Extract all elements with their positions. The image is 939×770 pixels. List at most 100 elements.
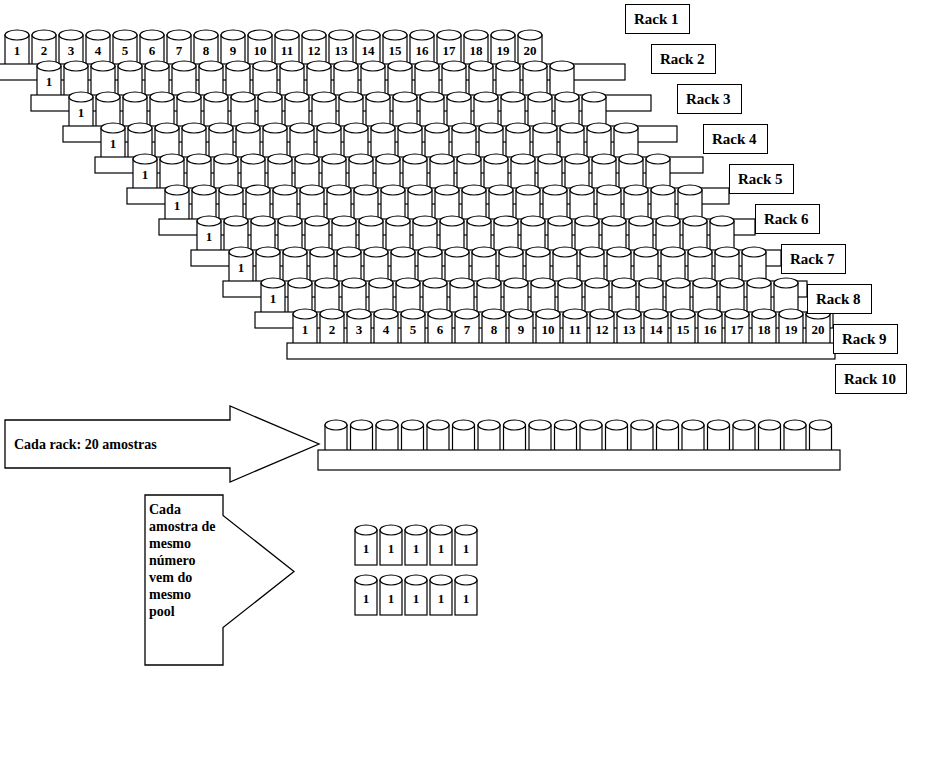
tube-cap [396,278,420,288]
tube-cap [733,420,755,430]
tube-cap [351,420,373,430]
tube-cap [651,185,675,195]
tube-cap [5,30,29,40]
tube-cap [666,278,690,288]
tube-cap [617,309,641,319]
rack-label-box: Rack 4 [703,124,768,154]
tube-cap [337,247,361,257]
tube-cap [430,575,452,585]
sample-number: 1 [142,168,149,182]
tube-cap [413,216,437,226]
sample-number: 1 [238,261,245,275]
tube-cap [305,216,329,226]
tube-cap [302,30,326,40]
tube-cap [447,92,471,102]
tube-cap [300,185,324,195]
tube-cap [315,278,339,288]
tube-cap [720,278,744,288]
sample-number: 17 [443,44,456,58]
tube-cap [393,92,417,102]
tube-cap [688,247,712,257]
tube-cap [381,185,405,195]
tube-cap [555,420,577,430]
rack-label-box: Rack 2 [651,44,716,74]
tube-cap [290,123,314,133]
tube-cap [634,247,658,257]
tube-cap [182,123,206,133]
tube-cap [661,247,685,257]
tube-cap [165,185,189,195]
sample-number: 20 [524,44,537,58]
tube-cap [494,216,518,226]
tube-cap [403,154,427,164]
tube-cap [374,309,398,319]
tube-cap [197,216,221,226]
sample-number: 1 [206,230,213,244]
tube-cap [516,185,540,195]
tube-cap [155,123,179,133]
sample-number: 1 [363,542,370,556]
tube-cap [607,247,631,257]
tube-cap [229,247,253,257]
tube-cap [140,30,164,40]
tube-cap [496,61,520,71]
tube-cap [430,525,452,535]
callout-text: Cada rack: 20 amostras [14,436,219,453]
tube-cap [469,61,493,71]
sample-number: 1 [413,542,420,556]
tube-cap [538,154,562,164]
tube-cap [499,247,523,257]
sample-number: 4 [95,44,102,58]
tube-cap [580,247,604,257]
sample-number: 4 [383,323,390,337]
tube-cap [91,61,115,71]
tube-cap [430,154,454,164]
tube-cap [543,185,567,195]
tube-cap [177,92,201,102]
sample-number: 12 [596,323,609,337]
tube-cap [644,309,668,319]
tube-cap [560,123,584,133]
sample-number: 15 [677,323,690,337]
tube-cap [710,216,734,226]
tube-cap [715,247,739,257]
tube-cap [558,278,582,288]
sample-number: 13 [335,44,348,58]
tube-cap [261,278,285,288]
rack-label-box: Rack 10 [835,364,907,394]
tube-cap [708,420,730,430]
tube-cap [683,216,707,226]
tube-cap [415,61,439,71]
tube-cap [366,92,390,102]
tube-cap [199,61,223,71]
tube-cap [280,61,304,71]
tube-cap [590,309,614,319]
sample-number: 8 [491,323,498,337]
sample-number: 1 [438,542,445,556]
sample-number: 20 [812,323,825,337]
tube-cap [629,216,653,226]
tube-cap [420,92,444,102]
tube-cap [251,216,275,226]
sample-number: 19 [785,323,798,337]
tube-cap [592,154,616,164]
tube-cap [619,154,643,164]
tube-cap [59,30,83,40]
tube-cap [509,309,533,319]
tube-cap [344,123,368,133]
tube-cap [455,575,477,585]
sample-tube [355,575,377,615]
tube-cap [504,420,526,430]
sample-number: 5 [122,44,129,58]
tube-cap [241,154,265,164]
tube-cap [398,123,422,133]
tube-cap [312,92,336,102]
tube-cap [86,30,110,40]
tube-cap [258,92,282,102]
tube-cap [506,123,530,133]
tube-cap [614,123,638,133]
tube-cap [204,92,228,102]
tube-cap [342,278,366,288]
tube-cap [221,30,245,40]
sample-number: 1 [413,592,420,606]
